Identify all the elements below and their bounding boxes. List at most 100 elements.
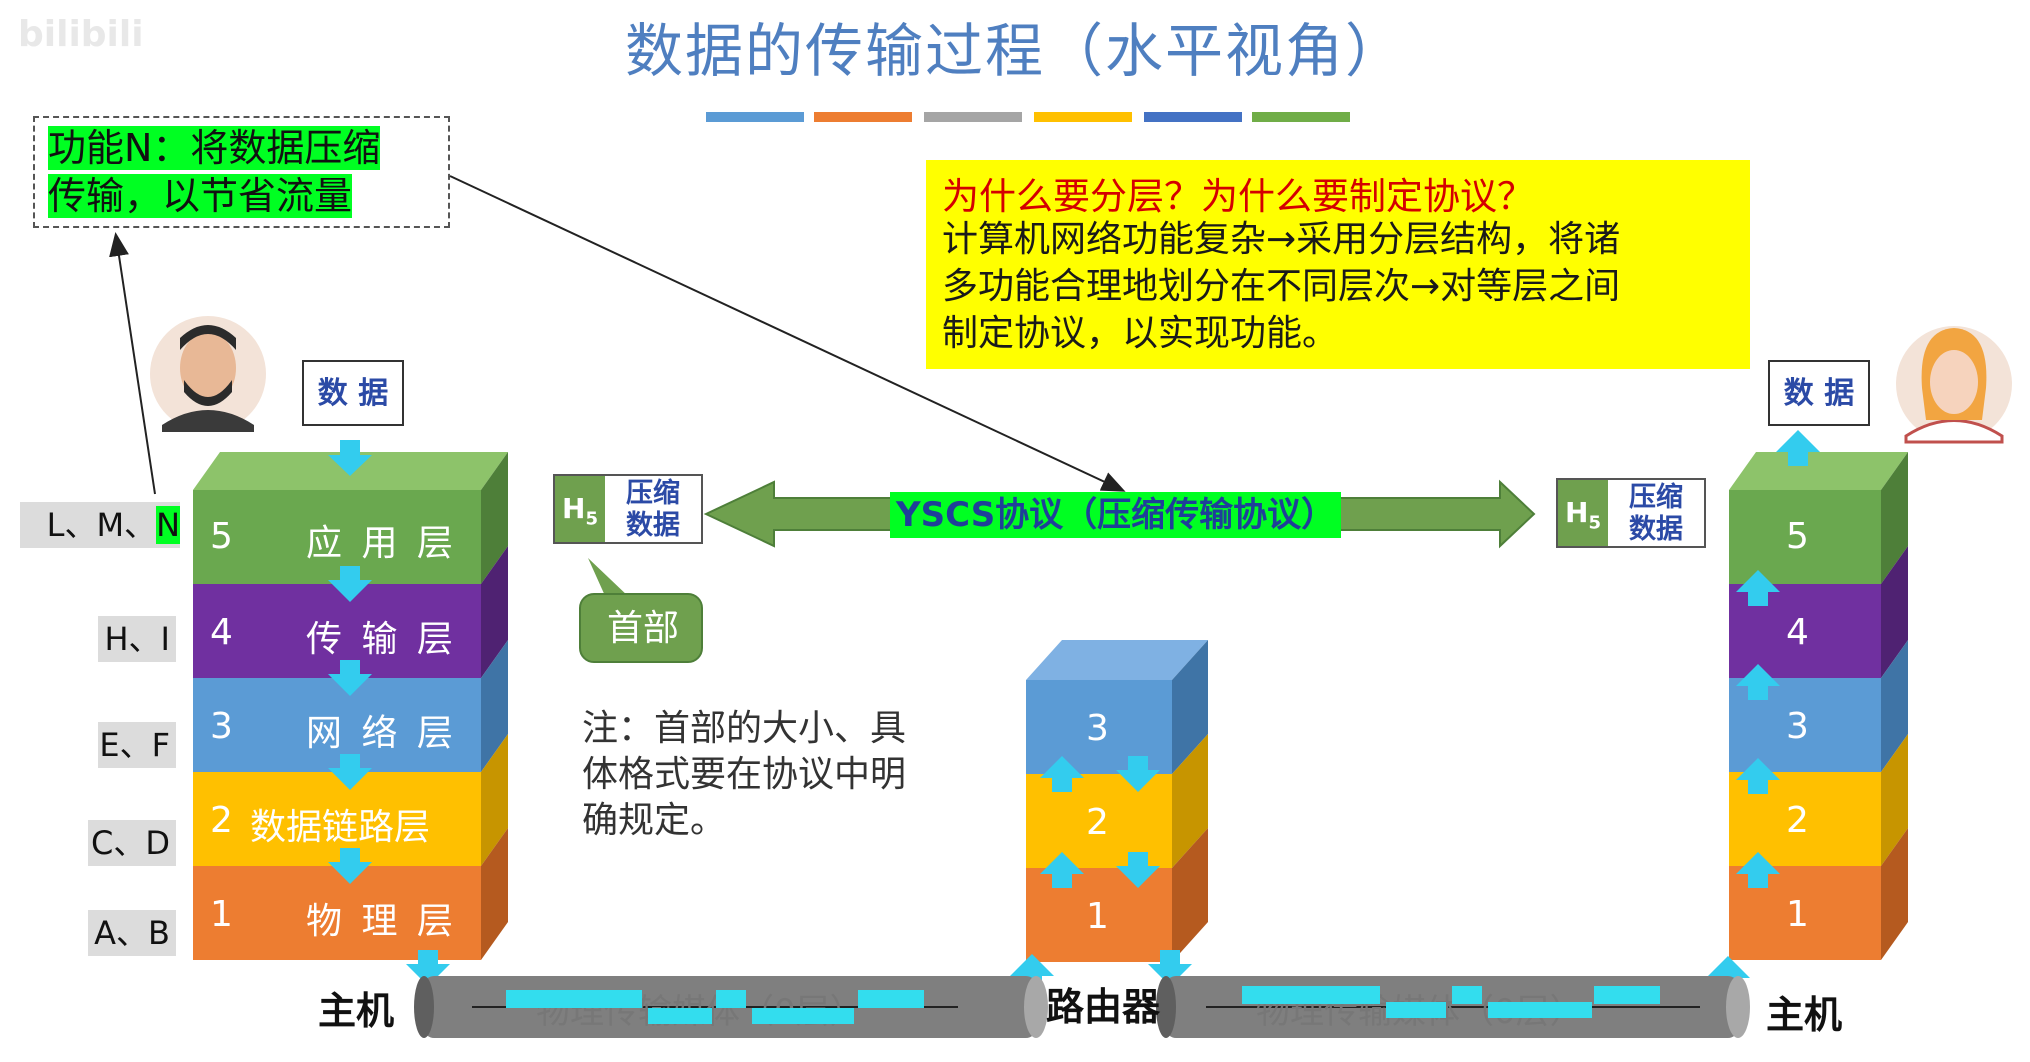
function-note-text: 功能N：将数据压缩 传输，以节省流量	[48, 124, 398, 220]
answer-text: 计算机网络功能复杂→采用分层结构，将诸 多功能合理地划分在不同层次→对等层之间 …	[942, 216, 1742, 357]
left-layer-2-side	[481, 734, 508, 866]
question-box	[926, 160, 1750, 369]
note-line-2: 体格式要在协议中明	[582, 754, 907, 795]
color-bar-segment-1	[706, 112, 804, 122]
pointer-line-to-protocol	[449, 175, 1126, 492]
left-layer-1-name: 物 理 层	[306, 901, 457, 942]
left-layer-1-side	[481, 828, 508, 960]
note-line-3: 确规定。	[582, 800, 727, 841]
side-label-layer-5: L、M、N	[20, 502, 180, 548]
left-layer-3-side	[481, 640, 508, 772]
right-h5-payload-line1: 压缩	[1629, 482, 1683, 513]
router-down-arrow-2-1	[1116, 852, 1160, 888]
right-layer-5-front	[1729, 490, 1881, 584]
left-cable-end-right	[1024, 976, 1048, 1038]
left-layer-4-side	[481, 546, 508, 678]
right-layer-1-side	[1881, 828, 1908, 960]
color-bar-segment-3	[924, 112, 1022, 122]
left-cable-bar-4	[752, 1008, 854, 1024]
left-down-arrow-data	[328, 440, 372, 476]
router-layer-1-num: 1	[1086, 896, 1109, 937]
left-down-arrow-5-4	[328, 566, 372, 602]
left-layer-5-num: 5	[210, 516, 233, 557]
left-layer-2-front	[193, 772, 481, 866]
right-layer-2-side	[1881, 734, 1908, 866]
router-arrows	[1010, 756, 1192, 990]
right-up-arrow-3-4	[1736, 664, 1780, 700]
right-layer-4-side	[1881, 546, 1908, 678]
function-note-box	[33, 116, 450, 228]
router-layer-1-front	[1026, 868, 1172, 962]
male-avatar-icon	[150, 316, 266, 432]
router-layer-3-num: 3	[1086, 708, 1109, 749]
left-layer-3-name: 网 络 层	[306, 713, 457, 754]
right-up-arrow-1-2	[1736, 852, 1780, 888]
router-up-arrow-2-3	[1040, 756, 1084, 792]
answer-line-3: 制定协议，以实现功能。	[942, 313, 1339, 354]
left-cable-bar-3	[716, 990, 746, 1008]
right-h5-header: H5	[1558, 480, 1608, 546]
side-label-layer-3: E、F	[98, 722, 176, 768]
color-bar-segment-2	[814, 112, 912, 122]
left-host-stack	[193, 452, 508, 960]
left-layer-4-num: 4	[210, 612, 233, 653]
router-layer-2-side	[1172, 734, 1208, 868]
left-layer-2-num: 2	[210, 800, 233, 841]
left-layer-3-front	[193, 678, 481, 772]
title-color-bar	[706, 112, 1352, 122]
color-bar-segment-4	[1034, 112, 1132, 122]
right-cable-bar-2	[1386, 1002, 1446, 1018]
protocol-label: YSCS协议（压缩传输协议）	[890, 492, 1342, 538]
right-layer-5-num: 5	[1786, 516, 1809, 557]
answer-line-1: 计算机网络功能复杂→采用分层结构，将诸	[942, 219, 1621, 260]
left-layer-4-name: 传 输 层	[306, 619, 457, 660]
left-cable-bar-1	[506, 990, 642, 1008]
left-cable-bar-5	[858, 990, 924, 1008]
header-bubble-tail	[588, 558, 630, 598]
watermark: bilibili	[18, 14, 144, 55]
router-label: 路由器	[1046, 985, 1161, 1029]
right-up-arrow-from-cable	[1706, 956, 1750, 992]
left-layer-2-name: 数据链路层	[250, 807, 431, 848]
left-down-arrow-2-1	[328, 848, 372, 884]
left-h5-payload: 压缩 数据	[605, 476, 701, 542]
side-label-layer-2: C、D	[88, 820, 176, 866]
left-layer-1-front	[193, 866, 481, 960]
left-cable-end-left	[414, 976, 434, 1038]
router-layer-2-num: 2	[1086, 802, 1109, 843]
left-h5-sub: 5	[585, 508, 598, 530]
right-up-arrow-4-5	[1736, 570, 1780, 606]
right-host-label: 主机	[1766, 993, 1843, 1037]
right-stack-top-face	[1729, 452, 1908, 490]
router-stack	[1026, 640, 1208, 962]
router-up-arrow-1-2	[1040, 852, 1084, 888]
router-layer-3-side	[1172, 640, 1208, 774]
left-cable-bar-2	[648, 1008, 712, 1024]
right-cable-bar-1	[1242, 986, 1380, 1004]
right-h5-letter: H	[1565, 496, 1589, 529]
left-h5-header: H5	[555, 476, 605, 542]
side-label-5-highlight: N	[156, 506, 180, 544]
left-down-arrows	[328, 440, 450, 986]
right-layer-5-side	[1881, 452, 1908, 584]
right-cable-bar-4	[1488, 1002, 1592, 1018]
right-h5-payload-line2: 数据	[1629, 514, 1683, 545]
slide-title: 数据的传输过程（水平视角）	[624, 17, 1405, 85]
left-layer-1-num: 1	[210, 894, 233, 935]
right-cable-bar-5	[1594, 986, 1660, 1004]
right-data-box: 数 据	[1768, 360, 1870, 426]
right-cable-end-right	[1726, 976, 1750, 1038]
left-layer-3-num: 3	[210, 706, 233, 747]
right-h5-payload: 压缩 数据	[1608, 480, 1704, 546]
router-layer-1-side	[1172, 828, 1208, 962]
left-host-label: 主机	[318, 989, 395, 1033]
color-bar-segment-5	[1144, 112, 1242, 122]
right-cable-bar-3	[1452, 986, 1482, 1004]
left-layer-5-name: 应 用 层	[306, 523, 457, 564]
left-h5-payload-line1: 压缩	[626, 478, 680, 509]
note-line-1: 注：首部的大小、具	[582, 708, 907, 749]
female-avatar-icon	[1896, 326, 2012, 444]
side-label-layer-4: H、I	[98, 616, 176, 662]
left-layer-5-front	[193, 490, 481, 584]
